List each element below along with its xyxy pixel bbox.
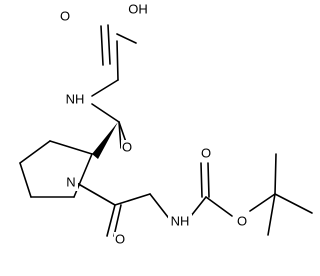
bond-gly-carbonyl-o-2 [113, 204, 122, 237]
oh-label: OH [128, 1, 148, 16]
tbu-bond-down [267, 193, 276, 236]
boc-carbonyl-o-label-bg [200, 145, 212, 162]
bond-gly-carbonyl-o-1 [106, 204, 116, 237]
oh-label-bg [126, 1, 150, 18]
ring-bond-3 [19, 162, 32, 198]
boc-carbonyl-o-label: O [201, 145, 211, 160]
bond-boc-carbonyl-o-1 [200, 162, 203, 198]
boc-ester-o-label: O [237, 213, 247, 228]
acid-o-label: O [60, 8, 70, 23]
bond-boc-carbonyl-o-2 [207, 162, 210, 198]
glycine-nh-label: NH [66, 91, 85, 106]
ring-bond-2 [19, 140, 51, 164]
ring-n-label: N [66, 174, 75, 189]
gly-carbonyl-o-label-bg [114, 232, 126, 249]
carbamate-nh-label: NH [171, 213, 190, 228]
acid-o-label-bg [59, 8, 71, 25]
amide-o-label-bg [121, 140, 133, 157]
bond-oh [116, 33, 137, 44]
ring-bond-1 [49, 140, 93, 155]
bond-n-gly-carbonyl [74, 181, 116, 206]
bond-ch2-carbamate-nh [149, 193, 172, 222]
tbu-bond-up [274, 153, 277, 195]
bond-acid-ch2 [116, 40, 119, 81]
amide-o-label: O [122, 139, 132, 154]
glycine-nh-label-bg [63, 91, 87, 108]
bond-gly-ch2 [114, 193, 151, 206]
gly-carbonyl-o-label: O [115, 231, 125, 246]
bond-acid-carbonyl-2 [107, 24, 111, 65]
bond-ester-o-tbu [249, 193, 276, 212]
tbu-bond-right [274, 193, 313, 214]
carbamate-nh-label-bg [168, 214, 192, 231]
bond-ch2-nh [91, 79, 119, 97]
bond-acid-carbonyl-1 [100, 25, 104, 66]
bond-nh-amide-c [91, 103, 120, 123]
bond-boc-ester-o [205, 196, 233, 217]
boc-ester-o-label-bg [236, 213, 248, 230]
wedge-bond [92, 122, 118, 159]
ring-n-label-bg [64, 174, 78, 191]
bond-amide-c-o-2 [118, 121, 122, 149]
